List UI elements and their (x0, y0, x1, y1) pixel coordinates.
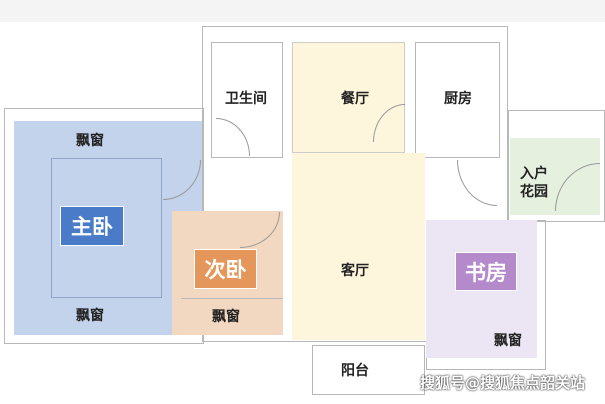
living-area (292, 153, 425, 340)
top-band (0, 0, 605, 22)
outer-wall (202, 26, 508, 342)
kitchen-label: 厨房 (444, 91, 472, 107)
dining-label: 餐厅 (341, 91, 369, 107)
master-bedroom-inner (51, 158, 162, 298)
entry-garden-area (510, 138, 600, 215)
entry-garden-label-1: 入户 (520, 166, 548, 182)
bay-divider (181, 298, 283, 299)
entry-garden-label-2: 花园 (520, 184, 548, 200)
watermark: 搜狐号@搜狐焦点韶关站 (420, 374, 586, 392)
balcony-area (312, 345, 425, 395)
living-label: 客厅 (341, 263, 369, 279)
bay-window-label: 飘窗 (76, 133, 104, 149)
kitchen-area (415, 42, 500, 158)
dining-area (292, 42, 405, 153)
bathroom-area (211, 42, 283, 158)
bay-window-label: 飘窗 (494, 333, 522, 349)
study-label: 书房 (455, 252, 517, 291)
second-bedroom-label: 次卧 (194, 249, 257, 289)
master-bedroom-label: 主卧 (60, 206, 124, 246)
bay-window-label: 飘窗 (76, 308, 104, 324)
bay-window-label: 飘窗 (212, 309, 240, 325)
bathroom-label: 卫生间 (225, 91, 267, 107)
balcony-label: 阳台 (341, 363, 369, 379)
